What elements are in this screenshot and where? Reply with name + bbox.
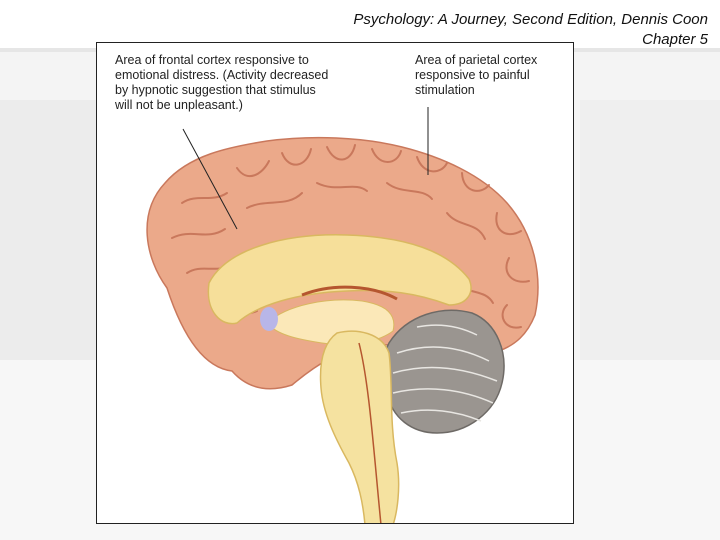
slide-header: Psychology: A Journey, Second Edition, D…: [353, 10, 708, 50]
cerebellum: [382, 309, 505, 434]
frontal-leader-line: [182, 128, 238, 230]
fornix: [301, 285, 398, 301]
brainstem: [319, 330, 400, 523]
corpus-callosum: [207, 234, 472, 325]
brainstem-line: [358, 342, 382, 523]
cerebellum-folds: [392, 324, 498, 422]
brain-illustration: [146, 107, 539, 523]
header-chapter: Chapter 5: [642, 31, 708, 48]
header-book-title: Psychology: A Journey, Second Edition, D…: [353, 11, 708, 28]
frontal-cortex-callout: Area of frontal cortex responsive to emo…: [115, 53, 329, 112]
frontal-highlight: [260, 307, 278, 331]
parietal-cortex-callout: Area of parietal cortex responsive to pa…: [415, 53, 538, 97]
brain-figure: Area of frontal cortex responsive to emo…: [96, 42, 574, 524]
